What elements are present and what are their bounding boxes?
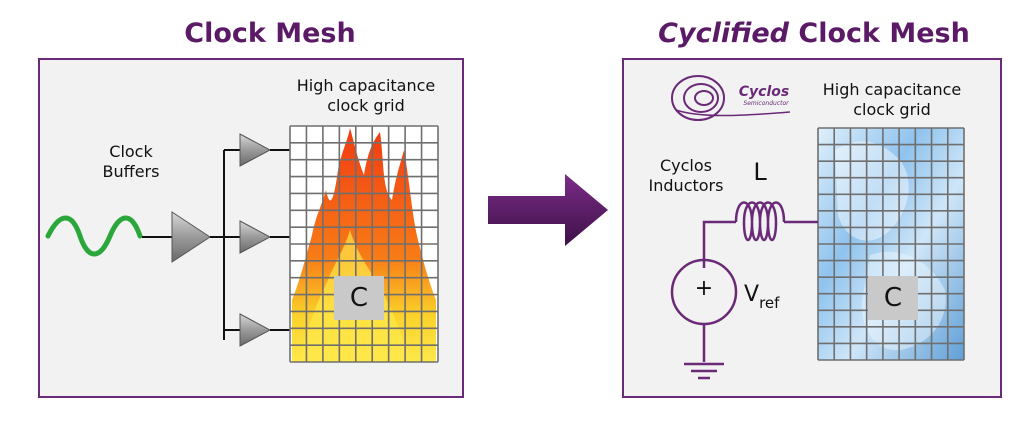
left-grid-label-line2: clock grid [327,96,405,115]
right-grid-label: High capacitance clock grid [812,80,972,120]
inductor-symbol-label: L [753,158,767,186]
left-grid-label: High capacitance clock grid [286,76,446,116]
left-grid-label-line1: High capacitance [296,76,436,95]
right-capacitor-box [868,276,918,320]
left-capacitor-label: C [349,283,369,313]
vref-sub: ref [759,294,780,312]
clock-buffers-label: Clock Buffers [96,142,166,182]
cyclos-inductors-line1: Cyclos [659,156,712,175]
left-capacitor-box [334,276,384,320]
source-plus-sign: + [694,276,714,301]
clock-buffer-mid [239,220,272,254]
title-rest: Clock Mesh [798,18,970,49]
right-grid-label-line2: clock grid [853,100,931,119]
vref-main: V [744,282,760,307]
cyclos-logo-text: Cyclos [738,84,790,100]
cyclos-inductors-label: Cyclos Inductors [644,156,728,196]
main-clock-buffer [171,211,211,263]
ground-icon [684,362,724,380]
inductor-wire-left [702,220,736,268]
cyclos-logo [671,75,791,121]
vref-label: Vref [744,282,804,312]
clock-buffers-line2: Buffers [102,162,160,181]
clock-buffer-bottom [239,313,272,347]
right-capacitor-label: C [883,283,903,313]
clock-buffers-line1: Clock [109,142,153,161]
inductor-coil [734,201,786,242]
left-panel-title: Clock Mesh [184,18,356,49]
right-panel-title: Cyclified Clock Mesh [624,18,1004,49]
transform-arrow [488,174,608,246]
title-italic-word: Cyclified [658,18,789,49]
clock-buffer-top [239,133,272,167]
right-grid-label-line1: High capacitance [822,80,962,99]
ice-highlight-1 [835,141,909,241]
clock-source-wave [45,215,143,257]
left-clock-grid [289,125,439,363]
cyclos-inductors-line2: Inductors [648,176,724,195]
cyclos-logo-subtext: Semiconductor [743,100,789,107]
